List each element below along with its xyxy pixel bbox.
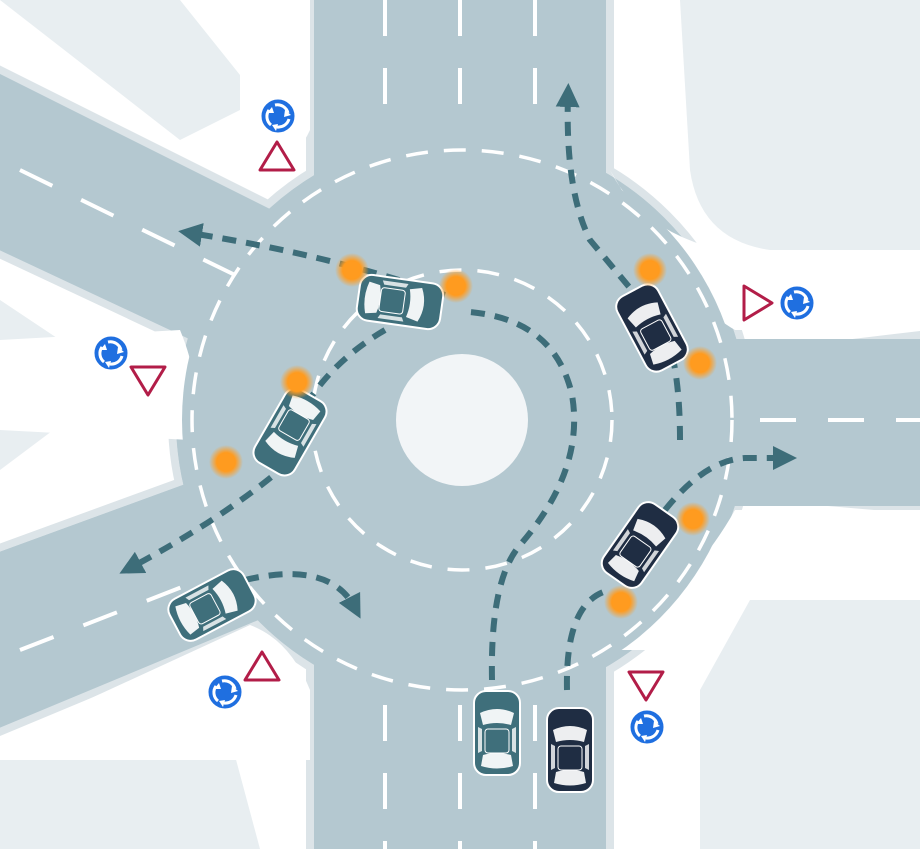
route-south-left-lane — [469, 309, 578, 681]
roundabout-mandatory-sign-icon — [205, 672, 245, 712]
car-queue-south-left — [473, 690, 521, 776]
roundabout-mandatory-sign-icon — [777, 283, 817, 323]
route-south-right-lane — [563, 587, 611, 691]
roundabout-mandatory-sign-icon — [627, 707, 667, 747]
turn-signal-light-icon — [335, 253, 369, 287]
indicator-lights — [209, 253, 717, 619]
turn-signal-light-icon — [439, 269, 473, 303]
turn-signal-light-icon — [633, 253, 667, 287]
turn-signal-light-icon — [209, 445, 243, 479]
roundabout-mandatory-sign-icon — [91, 333, 131, 373]
turn-signal-light-icon — [683, 346, 717, 380]
road-lane-dashes — [19, 0, 920, 849]
turn-signal-light-icon — [604, 585, 638, 619]
central-island — [396, 354, 528, 486]
route-east-exit — [662, 446, 797, 512]
curbs — [0, 0, 920, 760]
turn-signal-light-icon — [676, 502, 710, 536]
roundabout-mandatory-sign-icon — [258, 96, 298, 136]
route-north-exit — [555, 83, 683, 441]
turn-signal-light-icon — [280, 365, 314, 399]
car-queue-south-right — [546, 707, 594, 793]
